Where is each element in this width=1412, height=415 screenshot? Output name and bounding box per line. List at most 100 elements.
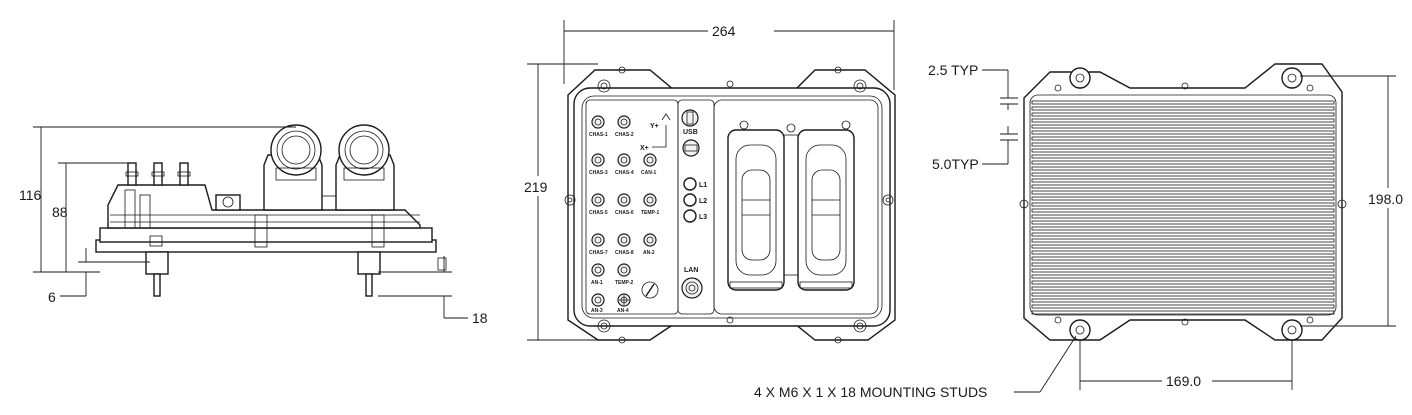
- dim-fin-width-label: 5.0TYP: [932, 156, 979, 172]
- fin: [1031, 202, 1335, 207]
- axis-y-label: Y+: [650, 123, 659, 130]
- fin: [1031, 220, 1335, 225]
- led-3: L3: [683, 209, 707, 223]
- fin: [1031, 100, 1335, 105]
- fin: [1031, 178, 1335, 183]
- fin: [1031, 118, 1335, 123]
- svg-text:CHAS-2: CHAS-2: [615, 132, 634, 138]
- connector-an-2: AN-2: [643, 233, 657, 256]
- connector-temp-2: TEMP-2: [615, 263, 634, 286]
- svg-text:L3: L3: [699, 214, 707, 221]
- side-view: 116 88 6 18: [19, 124, 488, 326]
- dim-18-label: 18: [472, 310, 488, 326]
- fin: [1031, 142, 1335, 147]
- connector-chas-1: CHAS-1: [589, 115, 608, 138]
- side-stud-left: [145, 251, 169, 275]
- svg-text:TEMP-2: TEMP-2: [615, 280, 634, 286]
- svg-text:CHAS-3: CHAS-3: [589, 170, 608, 176]
- svg-text:CHAS-5: CHAS-5: [589, 210, 608, 216]
- axis-marker: Y+ X+: [640, 113, 671, 152]
- fin: [1031, 208, 1335, 213]
- connector-an-3: AN-3: [591, 293, 605, 314]
- svg-text:CAN-1: CAN-1: [641, 170, 656, 176]
- fin: [1031, 238, 1335, 243]
- rear-view: 2.5 TYP 5.0TYP 198.0 169.0 4 X M6 X 1 X …: [754, 62, 1403, 400]
- fin: [1031, 136, 1335, 141]
- dim-219-label: 219: [524, 179, 548, 195]
- connector-can-1: CAN-1: [641, 153, 657, 176]
- dim-198-label: 198.0: [1368, 191, 1403, 207]
- power-connector-right: [797, 129, 855, 291]
- fin: [1031, 112, 1335, 117]
- svg-text:TEMP-1: TEMP-1: [641, 210, 660, 216]
- connector-grid: CHAS-1 CHAS-2 CHAS-3 CHAS-4 CHAS-5 CHAS-…: [589, 115, 660, 314]
- dim-264-label: 264: [712, 23, 736, 39]
- dim-169-label: 169.0: [1166, 373, 1201, 389]
- connector-temp-1: TEMP-1: [641, 193, 660, 216]
- fin: [1031, 226, 1335, 231]
- fin: [1031, 106, 1335, 111]
- fin: [1031, 292, 1335, 297]
- fin: [1031, 232, 1335, 237]
- svg-text:AN-3: AN-3: [591, 308, 603, 314]
- svg-text:CHAS-1: CHAS-1: [589, 132, 608, 138]
- stud-top-right: [1281, 67, 1303, 89]
- side-body: [107, 184, 421, 229]
- fin: [1031, 154, 1335, 159]
- fin: [1031, 262, 1335, 267]
- fin: [1031, 148, 1335, 153]
- svg-text:L1: L1: [699, 182, 707, 189]
- side-stud-right: [357, 251, 381, 275]
- fin: [1031, 286, 1335, 291]
- svg-text:CHAS-8: CHAS-8: [615, 250, 634, 256]
- dim-6-label: 6: [48, 289, 56, 305]
- fin: [1031, 196, 1335, 201]
- fin: [1031, 298, 1335, 303]
- svg-text:LAN: LAN: [684, 267, 698, 274]
- axis-x-label: X+: [640, 145, 649, 152]
- fin: [1031, 166, 1335, 171]
- connector-chas-2: CHAS-2: [615, 115, 634, 138]
- fin: [1031, 184, 1335, 189]
- lan-port: LAN: [681, 267, 703, 299]
- connector-chas-6: CHAS-6: [615, 193, 634, 216]
- svg-text:AN-1: AN-1: [591, 280, 603, 286]
- connector-chas-4: CHAS-4: [615, 153, 634, 176]
- connector-chas-8: CHAS-8: [615, 233, 634, 256]
- cooling-fins: [1031, 100, 1335, 315]
- front-view: CHAS-1 CHAS-2 CHAS-3 CHAS-4 CHAS-5 CHAS-…: [524, 20, 896, 344]
- fin: [1031, 244, 1335, 249]
- fin: [1031, 250, 1335, 255]
- stud-bottom-left: [1069, 319, 1091, 341]
- led-1: L1: [683, 177, 707, 191]
- connector-chas-3: CHAS-3: [589, 153, 608, 176]
- mounting-studs-callout: 4 X M6 X 1 X 18 MOUNTING STUDS: [754, 384, 987, 400]
- fin: [1031, 256, 1335, 261]
- fin: [1031, 310, 1335, 315]
- stud-bottom-right: [1281, 319, 1303, 341]
- fin: [1031, 172, 1335, 177]
- reset-button: [682, 139, 700, 157]
- fin: [1031, 124, 1335, 129]
- svg-text:USB: USB: [683, 129, 698, 136]
- usb-port: USB: [681, 109, 699, 136]
- connector-an-1: AN-1: [591, 263, 605, 286]
- dim-fin-pitch-label: 2.5 TYP: [928, 62, 978, 78]
- svg-text:AN-4: AN-4: [617, 308, 629, 314]
- dim-88-label: 88: [52, 204, 68, 220]
- stud-top-left: [1069, 67, 1091, 89]
- logo-mark: [641, 281, 659, 299]
- power-connector-left: [727, 129, 785, 291]
- svg-text:AN-2: AN-2: [643, 250, 655, 256]
- svg-text:CHAS-7: CHAS-7: [589, 250, 608, 256]
- fin: [1031, 214, 1335, 219]
- fin: [1031, 280, 1335, 285]
- connector-chas-5: CHAS-5: [589, 193, 608, 216]
- connector-an-4: AN-4: [617, 293, 631, 314]
- connector-chas-7: CHAS-7: [589, 233, 608, 256]
- fin: [1031, 304, 1335, 309]
- fin: [1031, 130, 1335, 135]
- fin: [1031, 190, 1335, 195]
- svg-text:CHAS-6: CHAS-6: [615, 210, 634, 216]
